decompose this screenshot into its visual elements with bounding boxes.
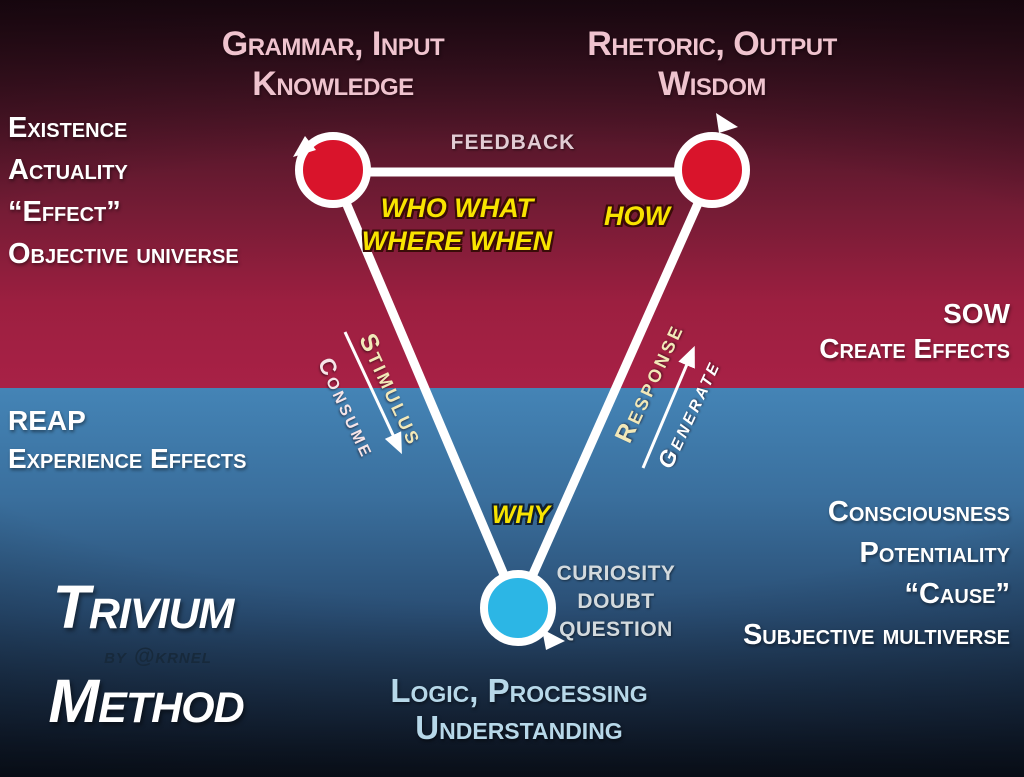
cause-line: “Cause”: [904, 578, 1010, 610]
logic-node: [480, 570, 556, 646]
reap-label: REAP Experience Effects: [8, 402, 247, 478]
objective-realm-background: [0, 0, 1024, 388]
rhetoric-title-line2: Wisdom: [658, 65, 766, 103]
objective-realm-label: Existence Actuality “Effect” Objective u…: [8, 107, 239, 275]
feedback-label: FEEDBACK: [450, 131, 576, 154]
existence-line: Existence: [8, 112, 128, 144]
logic-title-line1: Logic, Processing: [390, 672, 648, 709]
potentiality-line: Potentiality: [859, 537, 1010, 569]
objective-universe-line: Objective universe: [8, 238, 239, 270]
title-method: Method: [48, 667, 244, 735]
experience-effects-line: Experience Effects: [8, 443, 247, 474]
rhetoric-title-line1: Rhetoric, Output: [587, 25, 837, 63]
grammar-node: [295, 132, 371, 208]
doubt-line: DOUBT: [577, 590, 655, 613]
grammar-node-title: Grammar, Input Knowledge: [221, 24, 445, 104]
rhetoric-node-title: Rhetoric, Output Wisdom: [587, 24, 837, 104]
consciousness-line: Consciousness: [827, 496, 1010, 528]
effect-line: “Effect”: [8, 196, 121, 228]
grammar-title-line2: Knowledge: [252, 65, 414, 103]
stimulus-edge: [328, 170, 523, 610]
curiosity-doubt-question-label: CURIOSITY DOUBT QUESTION: [557, 560, 676, 644]
question-line: QUESTION: [559, 618, 673, 641]
sow-label: SOW Create Effects: [819, 296, 1010, 366]
rhetoric-node: [674, 132, 750, 208]
create-effects-line: Create Effects: [819, 333, 1010, 364]
response-arrow: [641, 345, 695, 469]
who-what-where-when-label: WHO WHAT WHERE WHEN: [362, 192, 553, 258]
how-label: HOW: [604, 201, 670, 231]
logic-rotation-arrow-icon: [542, 629, 565, 650]
logic-node-title: Logic, Processing Understanding: [390, 672, 647, 746]
where-when-line: WHERE WHEN: [361, 226, 553, 256]
why-label: WHY: [491, 501, 551, 529]
subjective-multiverse-line: Subjective multiverse: [742, 619, 1010, 651]
sow-line: SOW: [943, 298, 1010, 329]
logic-title-line2: Understanding: [415, 709, 623, 746]
title-byline: by @krnel: [104, 645, 212, 668]
rhetoric-rotation-arrow-icon: [716, 113, 738, 133]
actuality-line: Actuality: [8, 154, 128, 186]
grammar-rotation-arrow-icon: [293, 136, 316, 157]
response-edge: [513, 170, 717, 610]
subjective-realm-label: Consciousness Potentiality “Cause” Subje…: [743, 492, 1010, 656]
stimulus-arrow: [343, 331, 402, 455]
reap-line: REAP: [8, 405, 86, 436]
grammar-title-line1: Grammar, Input: [221, 25, 445, 63]
title-trivium: Trivium: [52, 573, 235, 641]
who-what-line: WHO WHAT: [380, 193, 534, 223]
curiosity-line: CURIOSITY: [556, 562, 676, 585]
